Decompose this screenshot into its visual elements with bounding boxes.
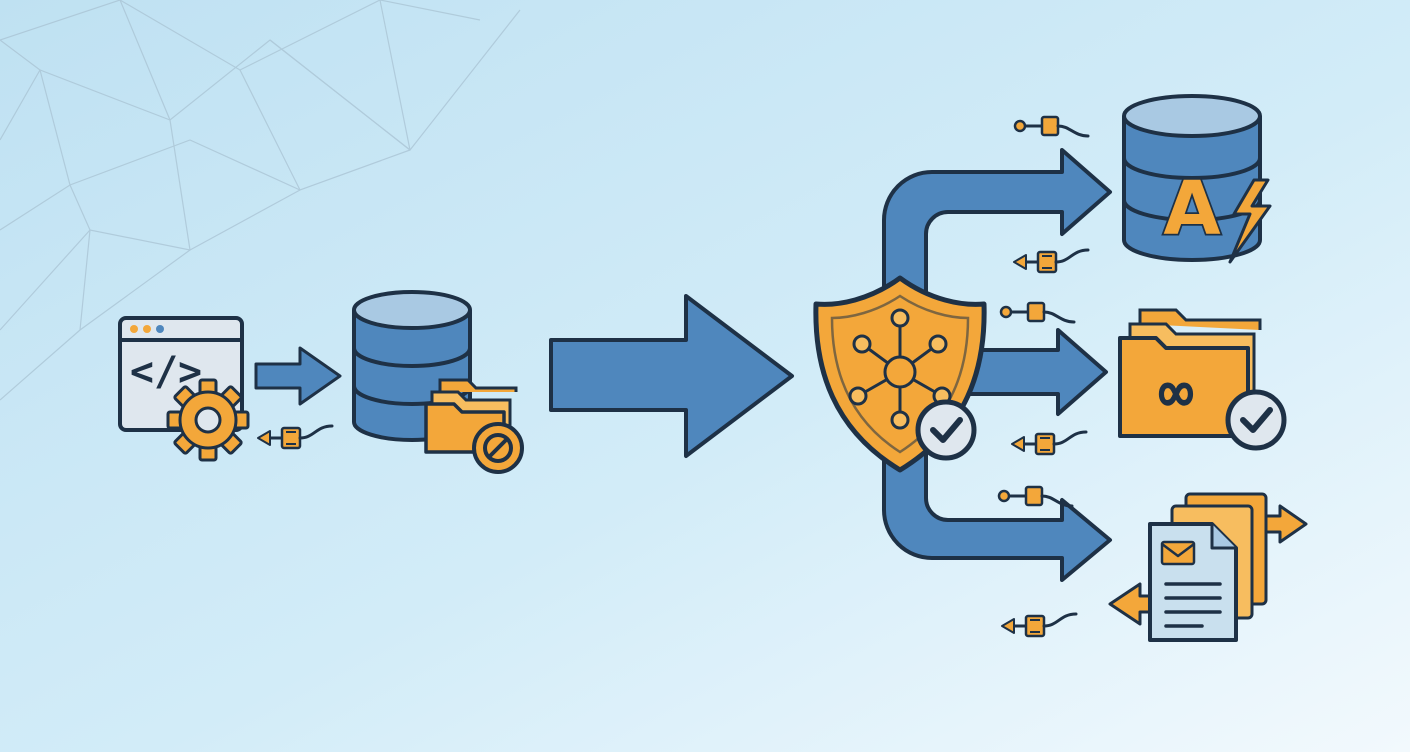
source-arrow-icon <box>254 346 342 406</box>
gear-icon <box>166 378 250 462</box>
checkmark-icon <box>915 399 977 461</box>
arrow-icon <box>882 148 1112 312</box>
checkmark-icon <box>1225 389 1287 451</box>
code-window-icon: </> <box>118 316 244 432</box>
blocked-icon <box>472 422 524 474</box>
folder-icon: ∞ <box>1118 308 1262 438</box>
background-polygon-mesh <box>0 0 521 401</box>
branch-arrows <box>882 148 1112 582</box>
network-icon <box>848 308 952 430</box>
infinity-icon: ∞ <box>1159 358 1194 426</box>
code-glyph: </> <box>130 349 202 395</box>
lightning-icon <box>1228 178 1272 264</box>
ai-letter: A <box>1163 166 1220 252</box>
database-icon: A <box>1122 94 1262 262</box>
main-arrow-icon <box>549 294 794 458</box>
arrow-icon <box>958 328 1108 416</box>
envelope-icon <box>1160 540 1196 566</box>
arrow-icon <box>882 428 1112 582</box>
